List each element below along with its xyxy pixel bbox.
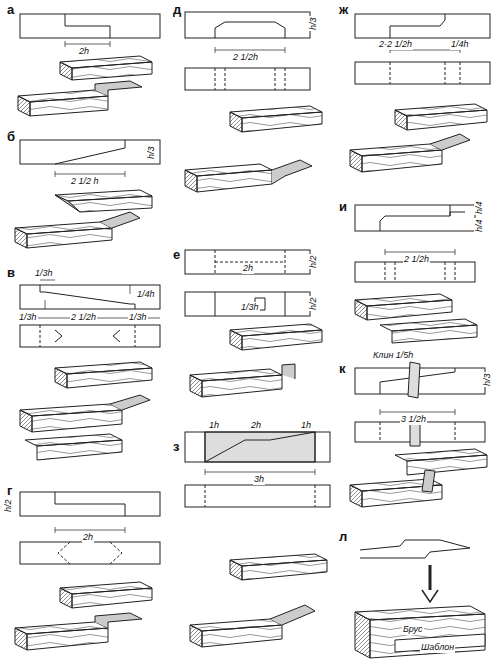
dimension-label: 3 1/2h [400,414,427,425]
dimension-label: 3h [253,474,265,485]
dimension-label: h/4 [474,200,485,215]
dimension-label: 1/4h [136,289,156,300]
dimension-label: 1h [300,420,312,431]
dimension-label: h/3 [308,16,319,31]
dimension-label: h/2 [3,498,14,513]
dimension-label: 1/3h [18,312,38,323]
dimension-label: Брус [402,624,424,635]
figure-letter: ж [338,3,349,17]
figure-letter: и [338,200,348,214]
dimension-label: h/4 [474,218,485,233]
dimension-label: h/2 [308,254,319,269]
dimension-label: 2h [242,263,254,274]
dimension-label: 2 1/2h [232,52,259,63]
figure-letter: е [172,248,181,262]
dimension-label: Клин 1/5h [372,350,414,361]
figure-letter: в [6,266,16,280]
dimension-label: 1/3h [34,268,54,279]
figure-letter: б [6,130,16,144]
dimension-label: 1/3h [128,312,148,323]
dimension-label: 2 1/2h [403,254,430,265]
figure-letter: г [6,484,13,498]
dimension-label: h/2 [308,296,319,311]
dimension-label: 2h [250,420,262,431]
figure-letter: а [6,3,15,17]
dimension-label: 1/4h [450,39,470,50]
figure-letter: к [338,362,347,376]
dimension-label: 2-2 1/2h [378,39,413,50]
dimension-label: h/3 [146,145,157,160]
dimension-label: 1h [208,420,220,431]
dimension-label: 2 1/2h [70,312,97,323]
figure-letter: д [172,3,182,17]
dimension-label: Шаблон [420,642,455,653]
figure-letter: л [338,530,348,544]
dimension-label: 1/3h [240,302,260,313]
dimension-label: 2h [78,46,90,57]
figure-letter: з [172,440,180,454]
dimension-label: 2 1/2 h [70,176,100,187]
dimension-label: h/3 [482,372,493,387]
dimension-label: 2h [82,532,94,543]
